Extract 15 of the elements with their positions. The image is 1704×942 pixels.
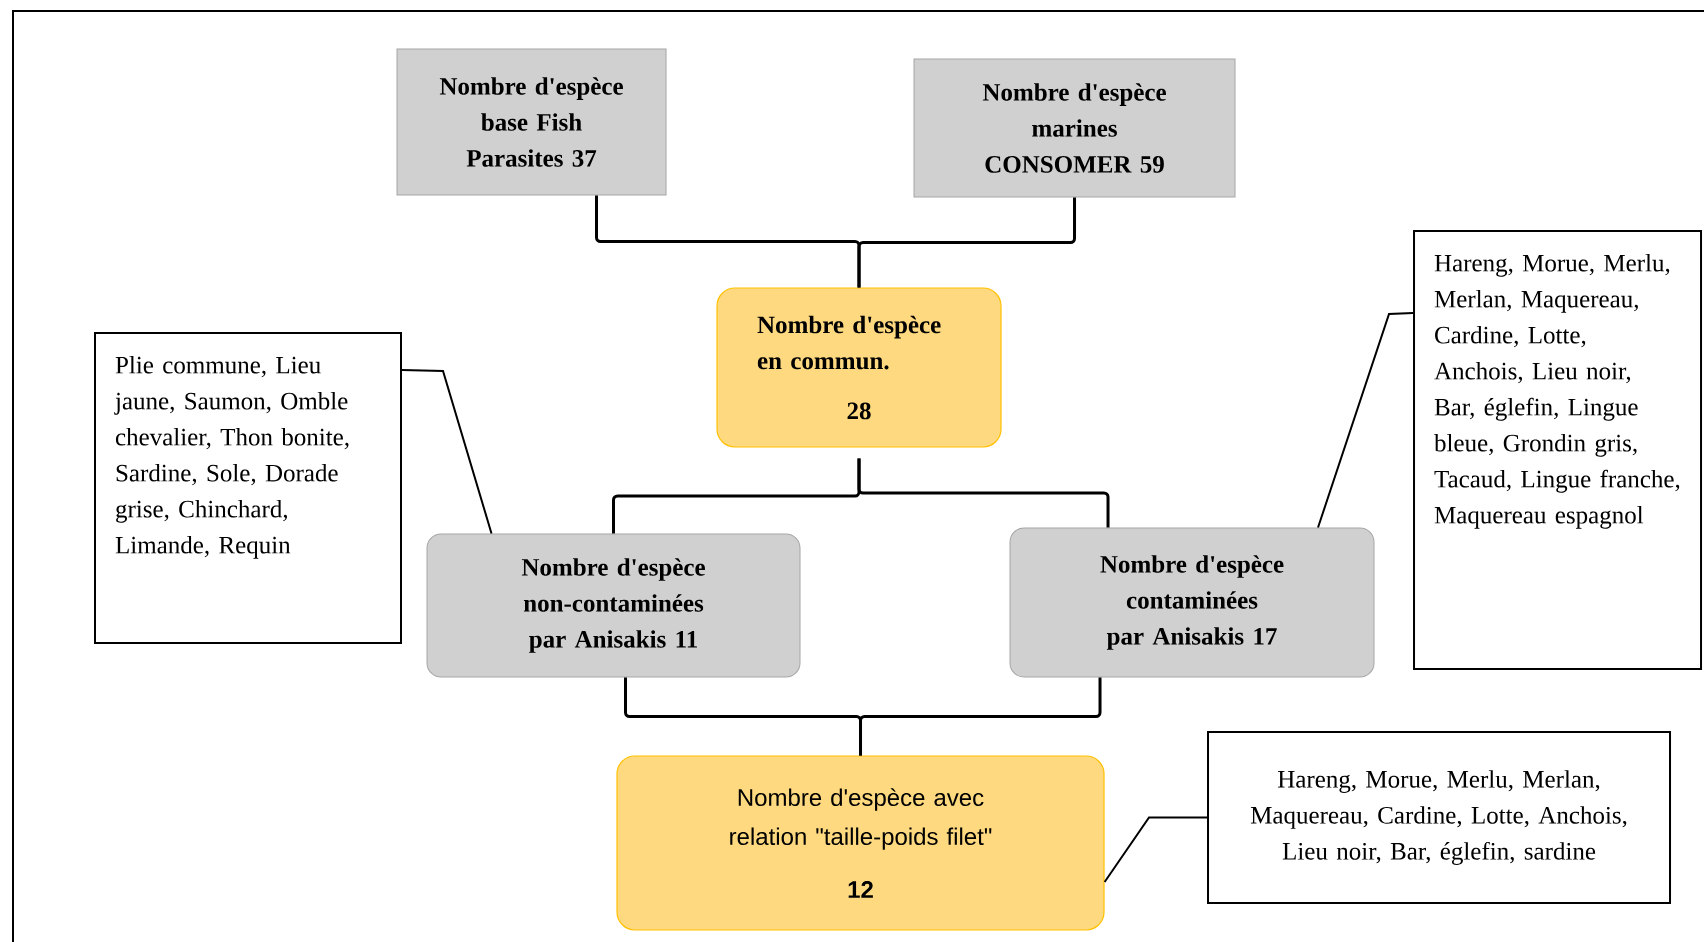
- result-box: Nombre d'espèce en commun. 28: [716, 287, 1002, 448]
- species-list-box: Plie commune, Lieu jaune, Saumon, Omble chevalier, Thon bonite, Sardine, Sole, Dorade grise, Chinchard, Limande, Requin: [94, 332, 402, 644]
- process-box: Nombre d'espèce marines CONSOMER 59: [913, 58, 1236, 198]
- result-box: Nombre d'espèce avec relation "taille-poids filet" 12: [616, 755, 1105, 931]
- process-box: Nombre d'espèce base Fish Parasites 37: [396, 48, 667, 196]
- connector-line: [857, 197, 1076, 288]
- connector-line: [859, 677, 1102, 756]
- process-box: Nombre d'espèce non-contaminées par Anisakis 11: [426, 533, 801, 678]
- connector-line: [857, 458, 1110, 528]
- process-box: Nombre d'espèce contaminées par Anisakis 17: [1009, 527, 1375, 678]
- leader-line: [1103, 816, 1208, 883]
- leader-line: [401, 369, 493, 535]
- leader-line: [1317, 312, 1414, 529]
- species-list-box: Hareng, Morue, Merlu, Merlan, Maquereau, Cardine, Lotte, Anchois, Lieu noir, Bar, églefin, Lingue bleue, Grondin gris, Tacaud, Lingue franche, Maquereau espagnol: [1413, 230, 1703, 670]
- species-list-box: Hareng, Morue, Merlu, Merlan, Maquereau, Cardine, Lotte, Anchois, Lieu noir, Bar, églefin, sardine: [1207, 731, 1671, 904]
